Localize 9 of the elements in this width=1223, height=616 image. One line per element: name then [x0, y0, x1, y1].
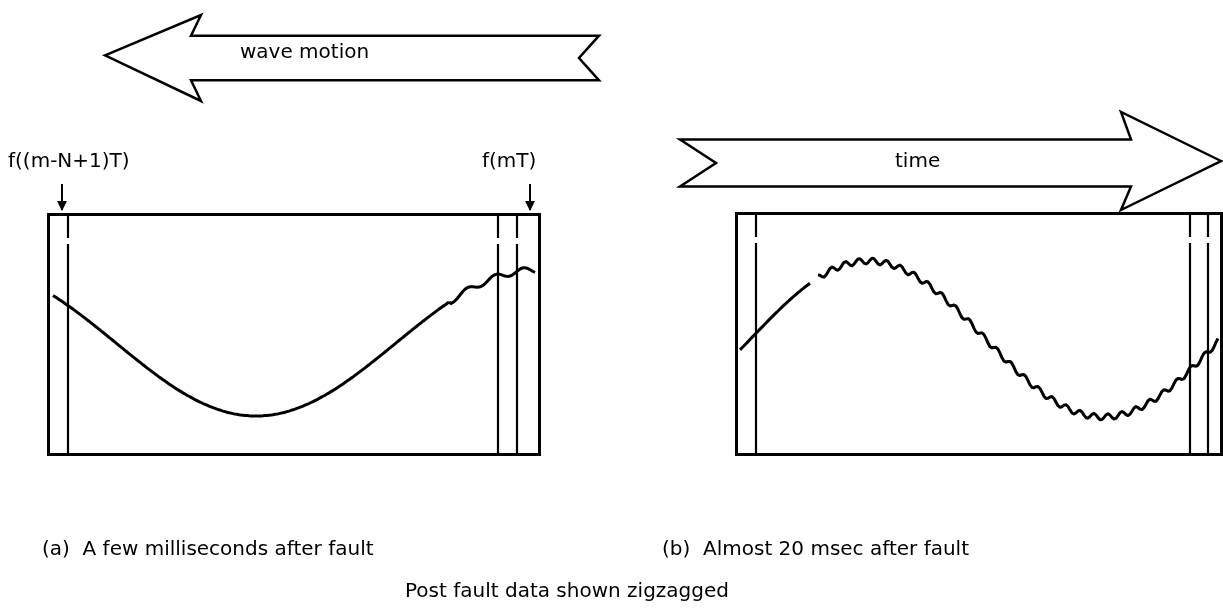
sample-label: f((m-N+1)T) [8, 148, 130, 172]
panel-caption: (a) A few milliseconds after fault [42, 536, 374, 560]
arrow-label: time [895, 148, 941, 172]
panel-caption: (b) Almost 20 msec after fault [662, 536, 969, 560]
leader-arrow [57, 183, 67, 211]
leader-arrow [525, 183, 535, 211]
figure-caption: Post fault data shown zigzagged [404, 578, 730, 602]
arrow-label: wave motion [240, 39, 370, 63]
sample-label: f(mT) [482, 148, 537, 172]
